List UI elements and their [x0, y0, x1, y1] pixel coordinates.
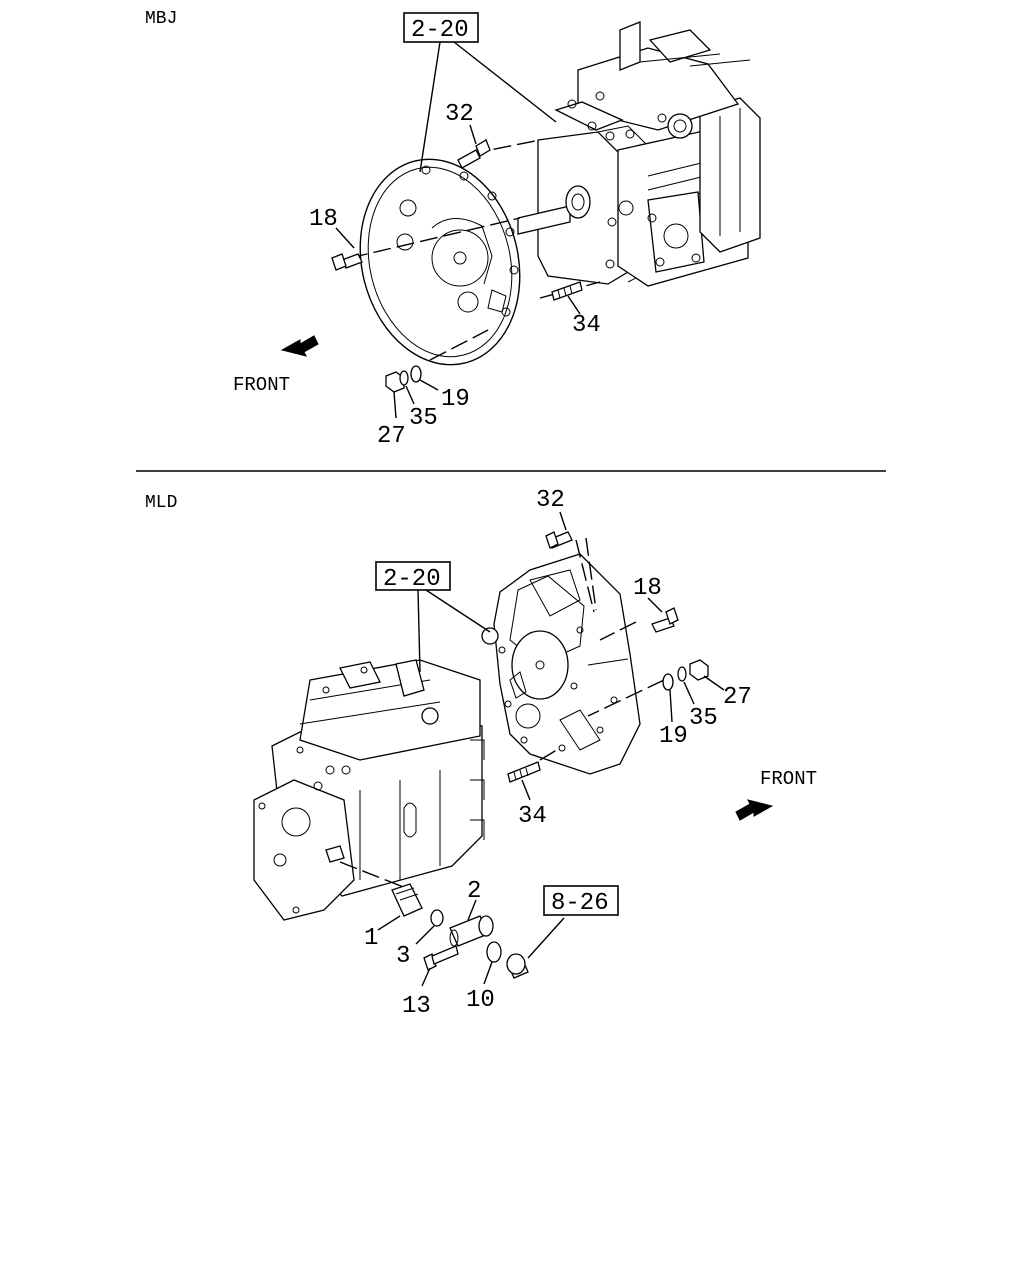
- ref-8-26: 8-26: [551, 890, 609, 917]
- part-2-sleeve: [449, 899, 494, 947]
- transmission-bottom: [253, 659, 485, 921]
- callout-19-bottom: 19: [659, 723, 688, 750]
- callout-18-bottom: 18: [633, 575, 662, 602]
- callout-3: 3: [396, 943, 410, 970]
- callout-32-top: 32: [445, 101, 474, 128]
- callout-32-bottom: 32: [536, 487, 565, 514]
- callout-27-bottom: 27: [723, 684, 752, 711]
- ref-2-20-top: 2-20: [411, 17, 469, 44]
- stud-34-top: [551, 281, 583, 315]
- callout-2: 2: [467, 878, 481, 905]
- front-arrow-top: FRONT: [233, 335, 319, 396]
- bolt-13: [421, 945, 459, 987]
- ref-2-20-bottom: 2-20: [383, 566, 441, 593]
- callout-34-bottom: 34: [518, 803, 547, 830]
- section-mbj: MBJ: [145, 9, 761, 450]
- callout-19-top: 19: [441, 386, 470, 413]
- bolt-18-top: [331, 227, 363, 271]
- flywheel-housing-top: [359, 158, 521, 366]
- ref-box-2-20-top: [403, 12, 479, 43]
- callout-27-top: 27: [377, 423, 406, 450]
- section-code-mbj: MBJ: [145, 9, 177, 29]
- front-arrow-bottom: FRONT: [735, 768, 817, 821]
- nut-27-bottom: [689, 659, 725, 691]
- bolt-32-bottom: [545, 511, 573, 549]
- washer-19-top: [410, 365, 439, 391]
- front-label-bottom: FRONT: [760, 768, 817, 790]
- callout-35-top: 35: [409, 405, 438, 432]
- part-8-26-cap: [506, 917, 565, 979]
- bolt-32-top: [457, 124, 491, 169]
- callout-10: 10: [466, 987, 495, 1014]
- callout-13: 13: [402, 993, 431, 1020]
- washer-35-top: [399, 370, 415, 405]
- washer-19-bottom: [662, 673, 674, 723]
- ref-box-8-26: [543, 885, 619, 916]
- alignment-lines-bottom: [339, 537, 665, 889]
- bolt-18-bottom: [647, 597, 679, 633]
- callout-35-bottom: 35: [689, 705, 718, 732]
- ref-box-2-20-bottom: [375, 561, 451, 591]
- part-10-seal: [483, 941, 502, 985]
- o-ring-3: [415, 909, 444, 945]
- callout-34-top: 34: [572, 312, 601, 339]
- section-code-mld: MLD: [145, 493, 177, 513]
- transmission-top: [517, 21, 761, 287]
- clutch-housing-bottom: [481, 553, 641, 775]
- callout-18-top: 18: [309, 206, 338, 233]
- front-label-top: FRONT: [233, 374, 290, 396]
- callout-1: 1: [364, 925, 378, 952]
- washer-35-bottom: [677, 666, 695, 705]
- part-1: [377, 883, 423, 931]
- arrow-icon: [280, 335, 319, 357]
- section-mld: MLD: [145, 487, 817, 1020]
- arrow-icon: [735, 799, 774, 821]
- stud-34-bottom: [507, 761, 541, 801]
